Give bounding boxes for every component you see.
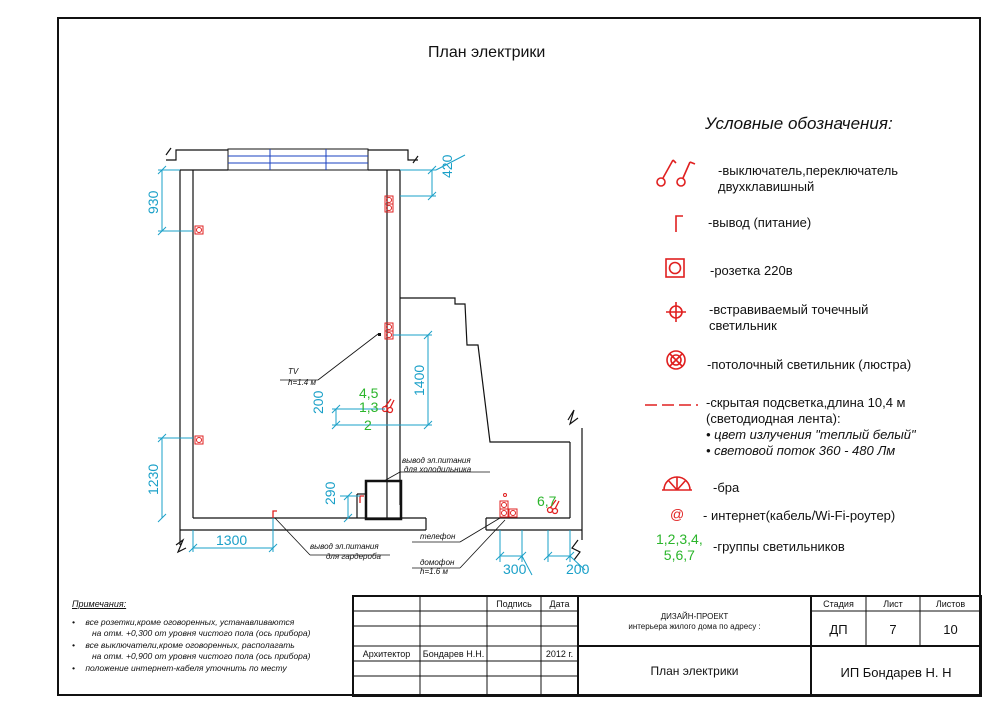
wardrobe-label-2: для гардероба bbox=[326, 552, 381, 561]
power-outlet-lead-icon bbox=[675, 215, 683, 232]
dim-200: 200 bbox=[310, 390, 326, 414]
ceiling-light-icon bbox=[666, 350, 686, 370]
project-line-2: интерьера жилого дома по адресу : bbox=[628, 622, 761, 631]
legend-led-bullet-1: • цвет излучения "теплый белый" bbox=[706, 427, 916, 442]
light-groups-icon: 1,2,3,4, 5,6,7 bbox=[656, 531, 703, 563]
internet-icon: @ bbox=[670, 506, 685, 522]
legend-spotlight-line2: светильник bbox=[709, 318, 777, 333]
switch-icon bbox=[656, 159, 696, 187]
year: 2012 г. bbox=[545, 649, 574, 659]
legend-switch-line1: -выключатель,переключатель bbox=[718, 163, 899, 178]
sheets-label: Листов bbox=[935, 599, 966, 609]
legend-internet-text: - интернет(кабель/Wi-Fi-роутер) bbox=[703, 508, 896, 523]
legend-led-line1: -скрытая подсветка,длина 10,4 м bbox=[706, 395, 906, 410]
sheet-title: План электрики bbox=[650, 664, 739, 678]
dimension-lines bbox=[157, 154, 586, 576]
phone-label: телефон bbox=[420, 532, 456, 541]
intercom-height: h=1.6 м bbox=[420, 567, 448, 576]
stage-value: ДП bbox=[829, 622, 848, 637]
group-13: 1,3 bbox=[359, 399, 379, 415]
legend-socket-text: -розетка 220в bbox=[710, 263, 793, 278]
tv-height: h=1.4 м bbox=[288, 378, 316, 387]
dim-930: 930 bbox=[145, 190, 161, 214]
group-labels: 4,5 1,3 2 6,7 bbox=[359, 385, 557, 509]
led-bullet-1-text: цвет излучения "теплый белый" bbox=[714, 427, 916, 442]
note-1: • все розетки,кроме оговоренных, устанав… bbox=[72, 616, 295, 627]
legend-led-bullet-2: • световой поток 360 - 480 Лм bbox=[706, 443, 896, 458]
legend-spotlight-line1: -встравиваемый точечный bbox=[709, 302, 869, 317]
legend-lead-text: -вывод (питание) bbox=[708, 215, 812, 230]
legend-groups-text: -группы светильников bbox=[713, 539, 845, 554]
dim-200-right: 200 bbox=[566, 561, 590, 577]
group-67: 6,7 bbox=[537, 493, 557, 509]
legend-led-text: -скрытая подсветка,длина 10,4 м (светоди… bbox=[706, 395, 916, 459]
internet-icon bbox=[503, 493, 507, 497]
col-date: Дата bbox=[549, 599, 570, 609]
recessed-spotlight-icon bbox=[666, 302, 686, 322]
legend-title: Условные обозначения: bbox=[705, 114, 893, 133]
notes-block: Примечания: • все розетки,кроме оговорен… bbox=[72, 599, 310, 674]
intercom-label: домофон bbox=[420, 558, 455, 567]
note-2: • все выключатели,кроме оговоренных, рас… bbox=[72, 639, 295, 650]
window bbox=[227, 148, 369, 171]
plan-annotations: TV h=1.4 м вывод эл.питания для холодиль… bbox=[288, 367, 472, 576]
company: ИП Бондарев Н. Н bbox=[840, 665, 952, 680]
sheet-label: Лист bbox=[883, 599, 903, 609]
dim-300: 300 bbox=[503, 561, 527, 577]
legend-ceiling-text: -потолочный светильник (люстра) bbox=[707, 357, 912, 372]
legend-switch-line2: двухклавишный bbox=[718, 179, 815, 194]
groups-label-2: 5,6,7 bbox=[663, 547, 695, 563]
stage-label: Стадия bbox=[823, 599, 854, 609]
note-3: • положение интернет-кабеля уточнить по … bbox=[72, 662, 287, 673]
dim-420: 420 bbox=[439, 154, 455, 178]
group-2: 2 bbox=[364, 417, 372, 433]
legend-spotlight-text: -встравиваемый точечный светильник bbox=[709, 302, 868, 334]
bra-icon bbox=[662, 476, 692, 491]
tv-label: TV bbox=[288, 367, 299, 376]
legend-switch-text: -выключатель,переключатель двухклавишный bbox=[718, 163, 898, 195]
legend-bra-text: -бра bbox=[713, 480, 740, 495]
note-2-text: все выключатели,кроме оговоренных, распо… bbox=[85, 639, 295, 650]
legend-led-line2: (светодиодная лента): bbox=[706, 411, 841, 426]
note-2b: на отм. +0,900 от уровня чистого пола (о… bbox=[92, 651, 311, 661]
page-title: План электрики bbox=[428, 44, 546, 61]
note-1-text: все розетки,кроме оговоренных, устанавли… bbox=[85, 616, 295, 627]
socket-220v-icon bbox=[665, 258, 685, 278]
groups-label-1: 1,2,3,4, bbox=[656, 531, 703, 547]
note-3-text: положение интернет-кабеля уточнить по ме… bbox=[85, 662, 287, 673]
dim-1230: 1230 bbox=[145, 464, 161, 495]
dim-1300: 1300 bbox=[216, 532, 247, 548]
fridge-label-2: для холодильника bbox=[404, 465, 472, 474]
walls bbox=[165, 147, 583, 561]
notes-heading: Примечания: bbox=[72, 599, 127, 609]
leader-lines bbox=[274, 333, 506, 569]
dim-290: 290 bbox=[322, 481, 338, 505]
fridge-label-1: вывод эл.питания bbox=[402, 456, 471, 465]
architect-label: Архитектор bbox=[362, 649, 411, 659]
tv-outlet-icon bbox=[378, 333, 381, 336]
legend-icons bbox=[645, 159, 698, 491]
group-45: 4,5 bbox=[359, 385, 379, 401]
dimension-labels: 930 420 1400 200 1230 290 1300 300 200 bbox=[145, 154, 590, 577]
wardrobe-label-1: вывод эл.питания bbox=[310, 542, 379, 551]
sheet-value: 7 bbox=[889, 622, 897, 637]
architect-name: Бондарев Н.Н. bbox=[422, 649, 485, 659]
sheets-value: 10 bbox=[943, 622, 958, 637]
led-bullet-2-text: световой поток 360 - 480 Лм bbox=[714, 443, 896, 458]
dim-1400: 1400 bbox=[411, 365, 427, 396]
note-1b: на отм. +0,300 от уровня чистого пола (о… bbox=[92, 628, 311, 638]
col-signature: Подпись bbox=[496, 599, 532, 609]
project-line-1: ДИЗАЙН-ПРОЕКТ bbox=[660, 612, 729, 621]
